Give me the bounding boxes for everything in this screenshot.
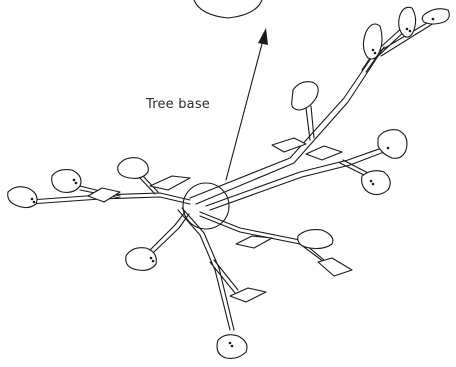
leaf-dot bbox=[149, 256, 153, 260]
leaf-dot bbox=[151, 259, 155, 263]
leaf-top-1 bbox=[362, 23, 383, 60]
branch-upper-right bbox=[189, 44, 385, 205]
leaf-left-1 bbox=[51, 169, 82, 193]
tree-base-circle bbox=[182, 182, 230, 230]
leaf-dot bbox=[405, 27, 409, 31]
leaves bbox=[7, 6, 450, 359]
leaf-left-top bbox=[117, 157, 149, 179]
leaf-top-2 bbox=[398, 6, 417, 38]
tree-base-label: Tree base bbox=[145, 97, 210, 112]
leaf-dot bbox=[408, 29, 412, 33]
leaf-dot bbox=[32, 200, 36, 204]
leaf-lower-right bbox=[297, 229, 334, 250]
leaf-dot bbox=[371, 182, 375, 186]
leaf-lower-left bbox=[125, 247, 157, 271]
diamond-leaf-upper-right-2 bbox=[305, 145, 343, 161]
branch-mid-leaf bbox=[305, 105, 315, 141]
branch-lower-left bbox=[149, 211, 190, 253]
branch-right bbox=[205, 144, 393, 211]
leaf-dot bbox=[74, 181, 78, 185]
leaf-right-2 bbox=[361, 170, 391, 196]
leaf-dot bbox=[72, 178, 76, 182]
leaf-dot bbox=[373, 51, 377, 55]
leaf-right-1 bbox=[377, 129, 408, 159]
diamond-leaf-upper-right-1 bbox=[271, 137, 307, 153]
callout-arrow-shaft bbox=[225, 39, 264, 181]
leaf-dot bbox=[30, 197, 34, 201]
branch-lower bbox=[177, 207, 239, 331]
leaf-left-2 bbox=[7, 186, 38, 209]
leaf-top-3 bbox=[421, 8, 450, 25]
leaf-dot bbox=[386, 146, 390, 150]
diamond-leaf-lower bbox=[229, 287, 267, 303]
callout-arrow-head bbox=[258, 28, 268, 45]
leaf-dot bbox=[228, 341, 232, 345]
leaf-dot bbox=[431, 17, 435, 21]
leaf-dot bbox=[230, 344, 234, 348]
diamond-leaf-left-1 bbox=[87, 187, 121, 203]
leaf-dot bbox=[371, 48, 375, 52]
diamond-leaf-lower-right-1 bbox=[235, 235, 273, 249]
leaf-dot bbox=[369, 179, 373, 183]
leaf-mid-upper bbox=[291, 81, 319, 111]
diamond-leaves bbox=[87, 137, 353, 303]
magnified-view-circle bbox=[193, 0, 263, 19]
diamond-leaf-lower-right-2 bbox=[317, 257, 353, 277]
diamond-leaf-left-2 bbox=[149, 175, 191, 191]
